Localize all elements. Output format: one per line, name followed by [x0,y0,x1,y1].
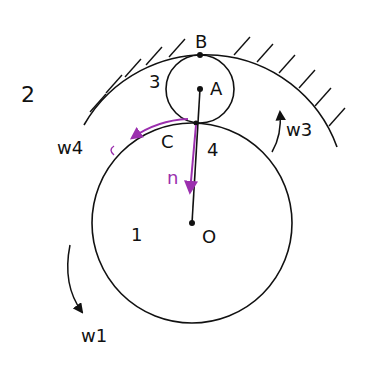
part-number: 1 [130,225,143,245]
normal-vector [190,125,196,192]
point-label: A [209,79,223,99]
hatch-line [234,37,250,55]
rotation-arrow [272,112,280,152]
point-label: C [160,132,175,152]
point-label: B [194,32,208,52]
hatch-line [257,44,273,62]
hatch-line [279,55,295,73]
planet-gear [166,55,234,123]
ring-gear-arc [84,55,337,147]
contact-point [197,52,203,58]
ring-hatching [90,37,345,126]
contact-point [194,121,199,126]
rotation-arrow [68,245,82,312]
part-number: 4 [206,140,219,160]
hatch-line [299,70,315,88]
hatch-line [329,108,345,126]
vector-label: n [166,168,179,188]
sun-gear [92,123,292,323]
angular-velocity: w3 [285,120,313,140]
pivot-point [189,220,195,226]
angular-velocity: w4 [56,138,84,158]
tick-mark [111,146,114,155]
part-number: 3 [148,72,161,92]
hatch-line [315,88,331,106]
angular-velocity: w1 [80,326,108,346]
hatch-line [90,94,106,112]
hatch-line [169,39,185,57]
point-label: O [201,227,217,247]
pivot-point [197,86,203,92]
part-number: 2 [20,85,36,105]
